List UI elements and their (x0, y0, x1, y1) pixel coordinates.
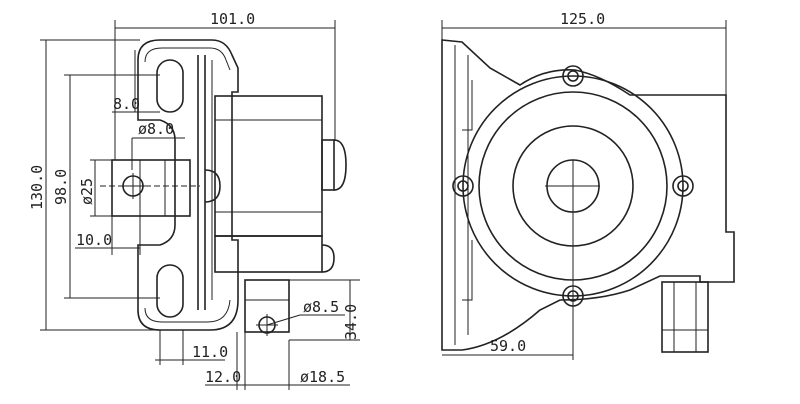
side-view (100, 39, 347, 336)
dim-center-offset: 59.0 (490, 337, 526, 355)
dim-height: 130.0 (28, 165, 46, 210)
lower-slot (156, 264, 184, 318)
dim-tab-width: 12.0 (205, 368, 241, 386)
dim-boss-dia: ø25 (78, 178, 96, 205)
housing-outline (441, 39, 735, 351)
dim-tab-height: 34.0 (342, 304, 360, 340)
mounting-plate (137, 39, 239, 331)
motor-body (214, 95, 323, 237)
dim-slot-width: 8.0 (113, 95, 140, 113)
dim-hole-dia: ø8.0 (138, 120, 174, 138)
front-dimensions: 125.0 59.0 (441, 10, 727, 356)
dim-tab-hole: ø8.5 (303, 298, 339, 316)
side-tab (661, 281, 709, 353)
dim-front-width: 125.0 (560, 10, 605, 28)
dim-width: 101.0 (210, 10, 255, 28)
dim-tab-offset: 11.0 (192, 343, 228, 361)
boss (111, 159, 191, 217)
upper-slot (156, 59, 184, 113)
dim-boss-offset: 10.0 (76, 231, 112, 249)
side-dimensions: 101.0 130.0 98.0 8.0 ø8.0 ø25 10.0 11.0 (28, 10, 360, 390)
dim-tab-boss: ø18.5 (300, 368, 345, 386)
front-view (441, 39, 735, 360)
dim-slot-pitch: 98.0 (52, 169, 70, 205)
